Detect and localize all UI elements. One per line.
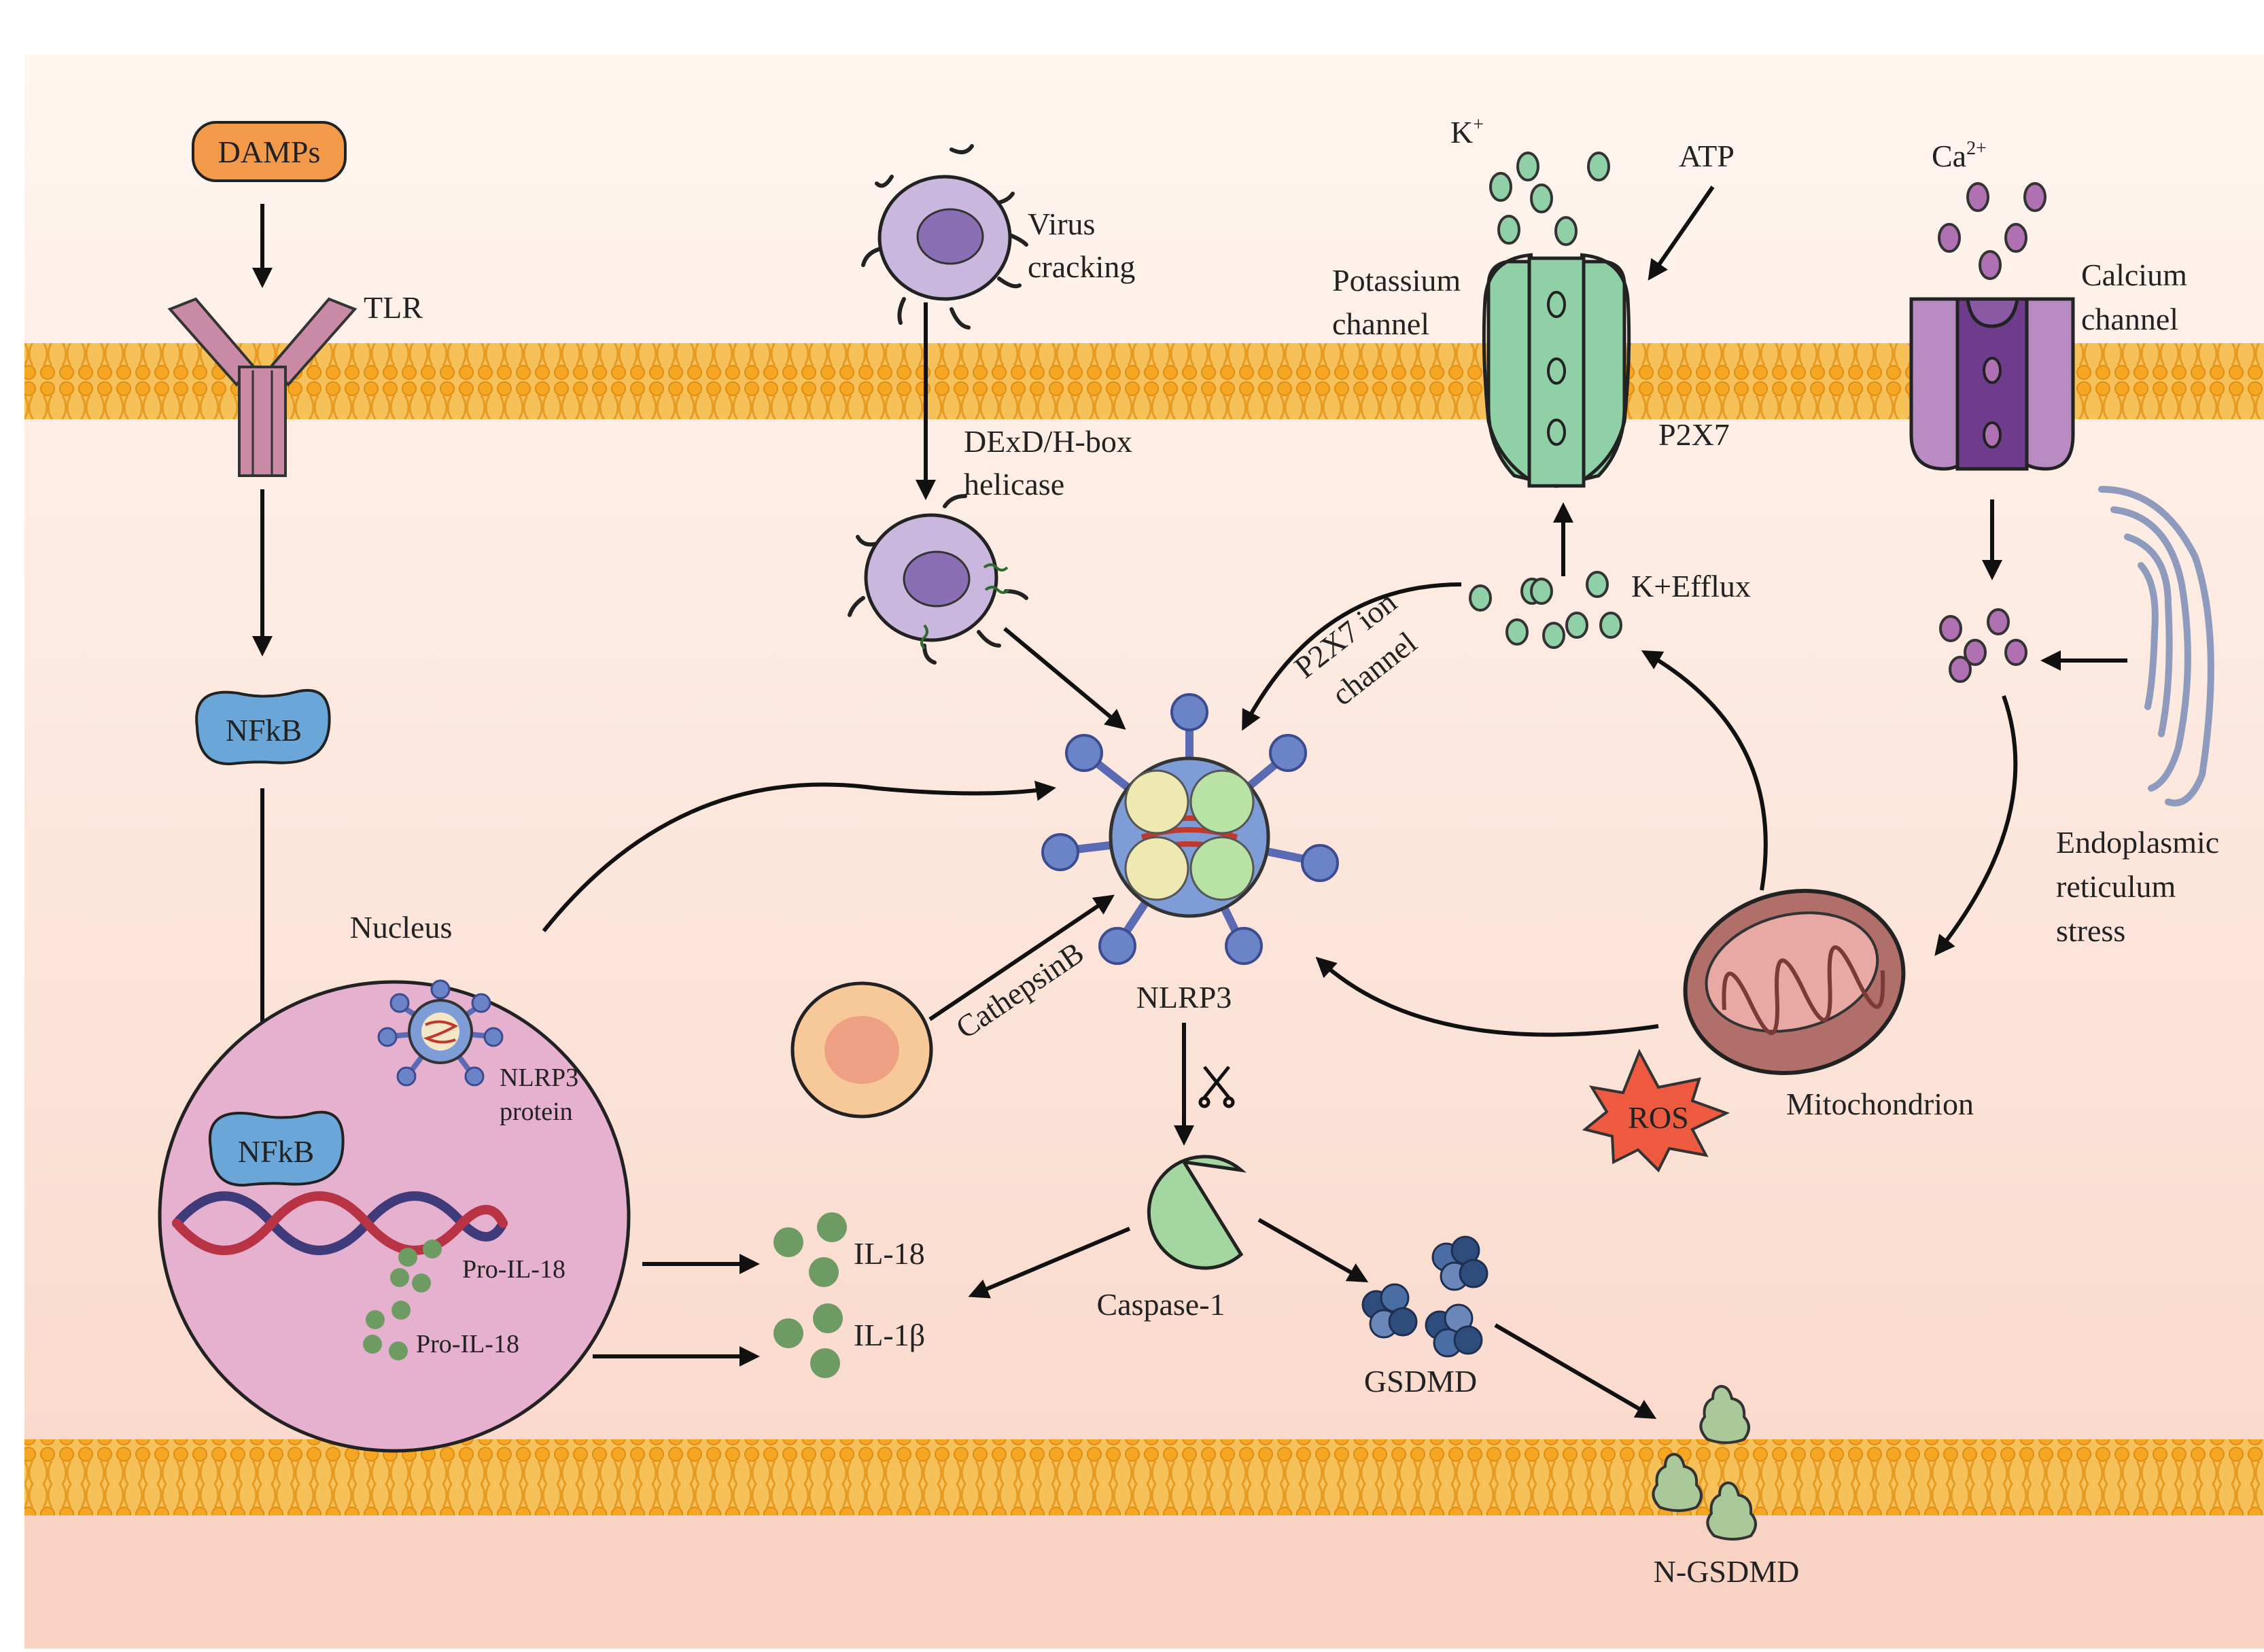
helicase-virus-icon (848, 494, 1028, 665)
virus-label-1: Virus (1028, 207, 1095, 241)
ros-burst-icon: ROS (1582, 1049, 1730, 1173)
ca-ions-top (1938, 182, 2047, 280)
p2x7-channel-ions (1547, 291, 1566, 446)
ca-ion-label: Ca2+ (1932, 138, 1987, 173)
caspase-1-icon (1147, 1155, 1247, 1270)
pro-il18-label-b: Pro-IL-18 (416, 1330, 519, 1358)
calcium-label-2: channel (2081, 302, 2178, 336)
arrow-calcium-mito (1934, 695, 2018, 956)
il1b-dots (773, 1303, 843, 1378)
arrow-cathepsin-nlrp3 (928, 894, 1115, 1021)
pro-il18-dots-b (363, 1301, 411, 1360)
arrow-gsdmd-ngsdmd (1494, 1323, 1657, 1420)
arrow-helicase-nlrp3 (1003, 627, 1126, 730)
gsdmd-label: GSDMD (1364, 1364, 1477, 1399)
dna-helix-icon (172, 1191, 508, 1255)
calcium-channel-icon (1909, 297, 2075, 471)
nlrp3-inflammasome-icon (1041, 693, 1339, 965)
nlrp3-protein-label-2: protein (500, 1097, 573, 1126)
tlr-receptor-icon (167, 297, 358, 477)
n-gsdmd-pore-icon (1652, 1384, 1757, 1541)
er-label-1: Endoplasmic (2056, 825, 2219, 860)
k-efflux-label: K+Efflux (1631, 569, 1751, 603)
svg-text:ROS: ROS (1628, 1100, 1688, 1135)
potassium-label-2: channel (1332, 306, 1429, 341)
nucleus (158, 980, 631, 1453)
il18-label: IL-18 (854, 1236, 925, 1271)
virus-icon (861, 144, 1028, 330)
p2x7-label: P2X7 (1658, 417, 1730, 452)
il18-dots (773, 1212, 847, 1287)
arrow-nucleus-nlrp3 (542, 780, 1056, 932)
arrow-atp-p2x7 (1648, 186, 1715, 281)
arrow-efflux-nlrp3 (1242, 582, 1462, 731)
er-label-3: stress (2056, 913, 2125, 948)
svg-text:DAMPs: DAMPs (218, 135, 321, 169)
il1b-label: IL-1β (854, 1318, 925, 1352)
n-gsdmd-label: N-GSDMD (1654, 1554, 1800, 1589)
endoplasmic-reticulum-icon (2098, 486, 2214, 807)
arrow-caspase-il (968, 1227, 1131, 1299)
pro-il18-label-a: Pro-IL-18 (462, 1255, 565, 1284)
arrow-mito-nlrp3 (1315, 956, 1659, 1037)
potassium-label-1: Potassium (1332, 263, 1461, 298)
plasma-membrane-bottom (24, 1439, 2264, 1515)
k-ions-top (1489, 152, 1610, 246)
extracellular-bottom (24, 1515, 2264, 1649)
svg-text:NFkB: NFkB (238, 1134, 314, 1169)
plasma-membrane-top (24, 343, 2264, 419)
k-efflux-ions (1469, 571, 1622, 649)
mitochondrion-icon (1683, 889, 1906, 1075)
dexd-label-1: DExD/H-box (964, 424, 1132, 459)
tlr-label: TLR (364, 290, 423, 325)
er-label-2: reticulum (2056, 869, 2176, 904)
nucleus-label: Nucleus (350, 910, 453, 945)
k-ion-label: K+ (1450, 114, 1484, 150)
lysosome-icon (790, 981, 933, 1119)
caspase-label: Caspase-1 (1096, 1287, 1225, 1322)
nlrp3-protein-label-1: NLRP3 (500, 1064, 578, 1092)
arrow-caspase-gsdmd (1257, 1218, 1369, 1282)
mitochondrion-label: Mitochondrion (1786, 1087, 1974, 1121)
dexd-label-2: helicase (964, 467, 1064, 502)
calcium-label-1: Calcium (2081, 258, 2187, 292)
gsdmd-cluster-icon (1361, 1235, 1488, 1358)
pro-il18-dots-a (390, 1240, 442, 1293)
damps-badge: DAMPs (192, 121, 347, 182)
virus-label-2: cracking (1028, 249, 1135, 284)
arrow-mito-efflux (1641, 650, 1768, 891)
calcium-channel-ions (1983, 357, 2002, 449)
ca-ions-cyto (1939, 608, 2027, 683)
nlrp3-protein-small-icon (377, 979, 504, 1087)
scissors-icon (1198, 1066, 1235, 1108)
atp-label: ATP (1679, 139, 1735, 173)
nfkb-nucleus: NFkB (208, 1110, 345, 1187)
nlrp3-label: NLRP3 (1136, 980, 1232, 1015)
svg-text:NFkB: NFkB (226, 713, 302, 748)
nfkb-cytoplasm: NFkB (195, 688, 331, 766)
